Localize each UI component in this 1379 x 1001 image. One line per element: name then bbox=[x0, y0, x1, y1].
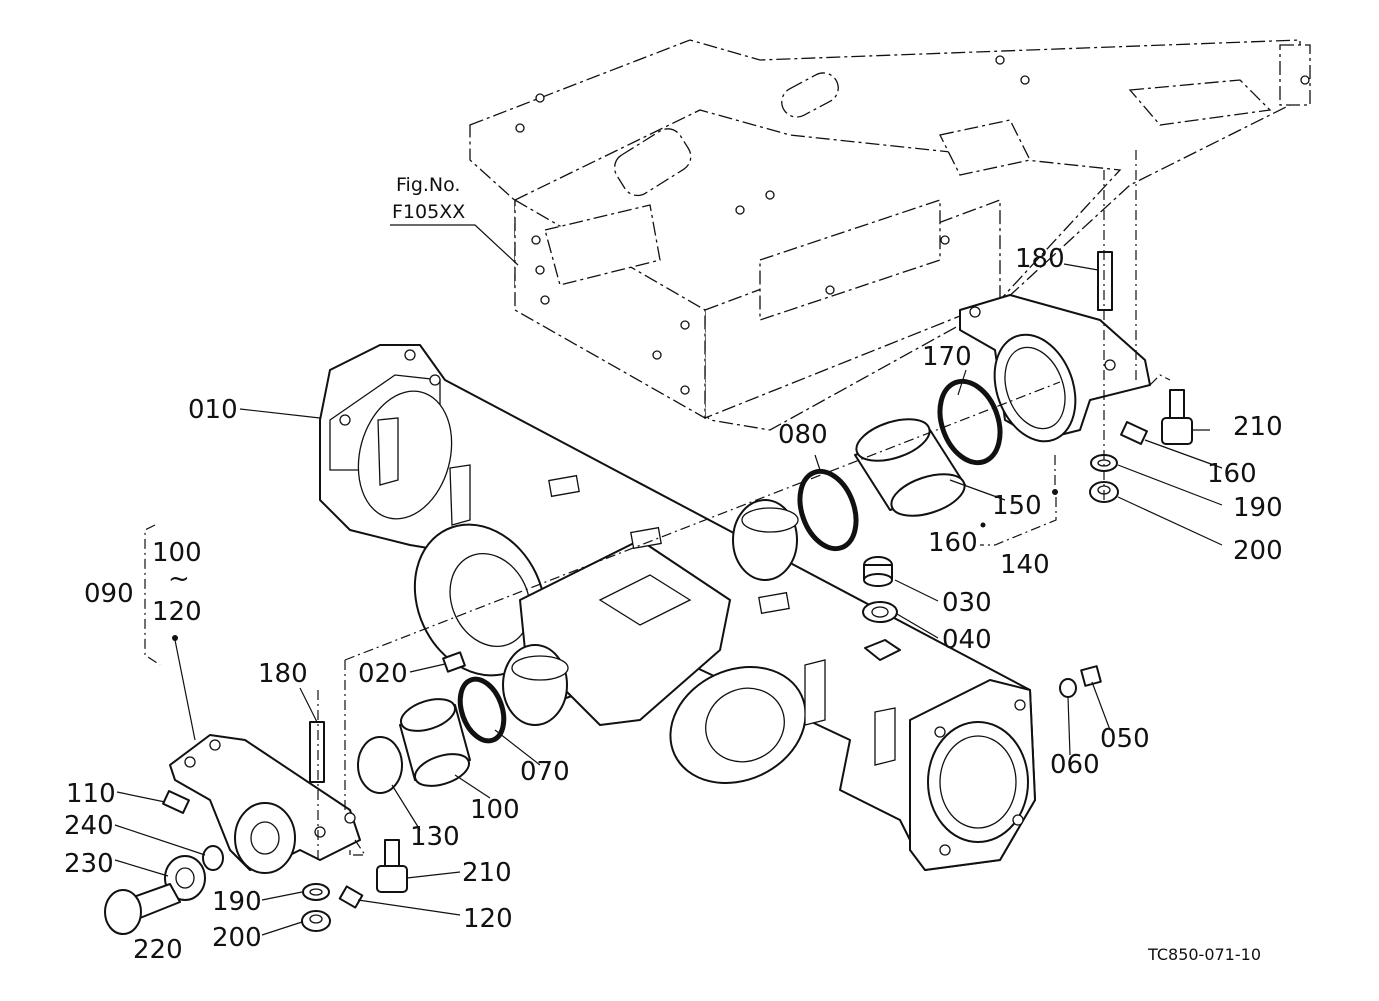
label-180-right: 180 bbox=[1015, 244, 1065, 274]
bolt-210-right bbox=[1161, 389, 1193, 445]
part-labels: 010 020 030 040 050 060 070 080 090 100 … bbox=[64, 244, 1283, 965]
plug-030 bbox=[863, 556, 893, 587]
shim-ring-170 bbox=[937, 378, 1003, 466]
label-090: 090 bbox=[84, 579, 134, 609]
group-marker-090 bbox=[172, 635, 178, 641]
label-120-range-bottom: 120 bbox=[152, 597, 202, 627]
stud-180-right bbox=[1097, 251, 1113, 311]
label-210-right: 210 bbox=[1233, 412, 1283, 442]
bushing-100 bbox=[399, 698, 471, 787]
label-110: 110 bbox=[66, 779, 116, 809]
bushing-150 bbox=[854, 418, 966, 517]
label-100-range-top: 100 bbox=[152, 538, 202, 568]
drawing-code: TC850-071-10 bbox=[1147, 945, 1261, 964]
front-bracket-090 bbox=[169, 734, 361, 874]
group-dot-160 bbox=[980, 522, 986, 528]
label-170: 170 bbox=[922, 342, 972, 372]
figure-ref-line2: F105XX bbox=[392, 201, 465, 223]
plug-130 bbox=[357, 736, 403, 794]
label-130: 130 bbox=[410, 822, 460, 852]
label-050: 050 bbox=[1100, 724, 1150, 754]
group-marker-140 bbox=[1052, 489, 1058, 495]
stud-180-left bbox=[309, 721, 325, 783]
label-230: 230 bbox=[64, 849, 114, 879]
label-060: 060 bbox=[1050, 750, 1100, 780]
label-240: 240 bbox=[64, 811, 114, 841]
label-100: 100 bbox=[470, 795, 520, 825]
label-180-left: 180 bbox=[258, 659, 308, 689]
washer-040 bbox=[862, 601, 898, 623]
leader-lines bbox=[114, 150, 1223, 936]
nut-200-left bbox=[301, 910, 331, 932]
bolt-210-left bbox=[376, 839, 408, 893]
grease-nipple-160 bbox=[1120, 421, 1148, 445]
label-190-right: 190 bbox=[1233, 493, 1283, 523]
label-220: 220 bbox=[133, 935, 183, 965]
label-070: 070 bbox=[520, 757, 570, 787]
boss-pad bbox=[864, 639, 901, 661]
label-210-left: 210 bbox=[462, 858, 512, 888]
label-range-tilde: ~ bbox=[168, 564, 190, 594]
bolt-220 bbox=[104, 883, 181, 935]
label-040: 040 bbox=[942, 625, 992, 655]
label-200-right: 200 bbox=[1233, 536, 1283, 566]
figure-ref-line1: Fig.No. bbox=[396, 174, 460, 196]
tractor-frame-reference bbox=[469, 39, 1311, 431]
label-160-group: 160 bbox=[928, 528, 978, 558]
figure-reference: Fig.No. F105XX bbox=[390, 174, 519, 266]
collar-230 bbox=[164, 855, 206, 901]
label-020: 020 bbox=[358, 659, 408, 689]
label-200-left: 200 bbox=[212, 923, 262, 953]
washer-240 bbox=[202, 845, 224, 871]
axle-housing-010 bbox=[319, 344, 1036, 871]
lock-washer-190-left bbox=[302, 883, 330, 901]
label-030: 030 bbox=[942, 588, 992, 618]
o-ring-080 bbox=[797, 468, 859, 552]
grease-nipple-020 bbox=[442, 651, 466, 673]
grease-nipple-120 bbox=[338, 885, 364, 909]
label-080: 080 bbox=[778, 420, 828, 450]
o-ring-070 bbox=[457, 676, 507, 744]
label-190-left: 190 bbox=[212, 887, 262, 917]
label-150: 150 bbox=[992, 491, 1042, 521]
label-140: 140 bbox=[1000, 550, 1050, 580]
washer-060 bbox=[1059, 678, 1077, 698]
label-010: 010 bbox=[188, 395, 238, 425]
label-160-right: 160 bbox=[1207, 459, 1257, 489]
grease-nipple-110 bbox=[162, 790, 190, 814]
rear-bracket-140 bbox=[959, 294, 1171, 443]
label-120: 120 bbox=[463, 904, 513, 934]
plug-050 bbox=[1080, 665, 1102, 687]
